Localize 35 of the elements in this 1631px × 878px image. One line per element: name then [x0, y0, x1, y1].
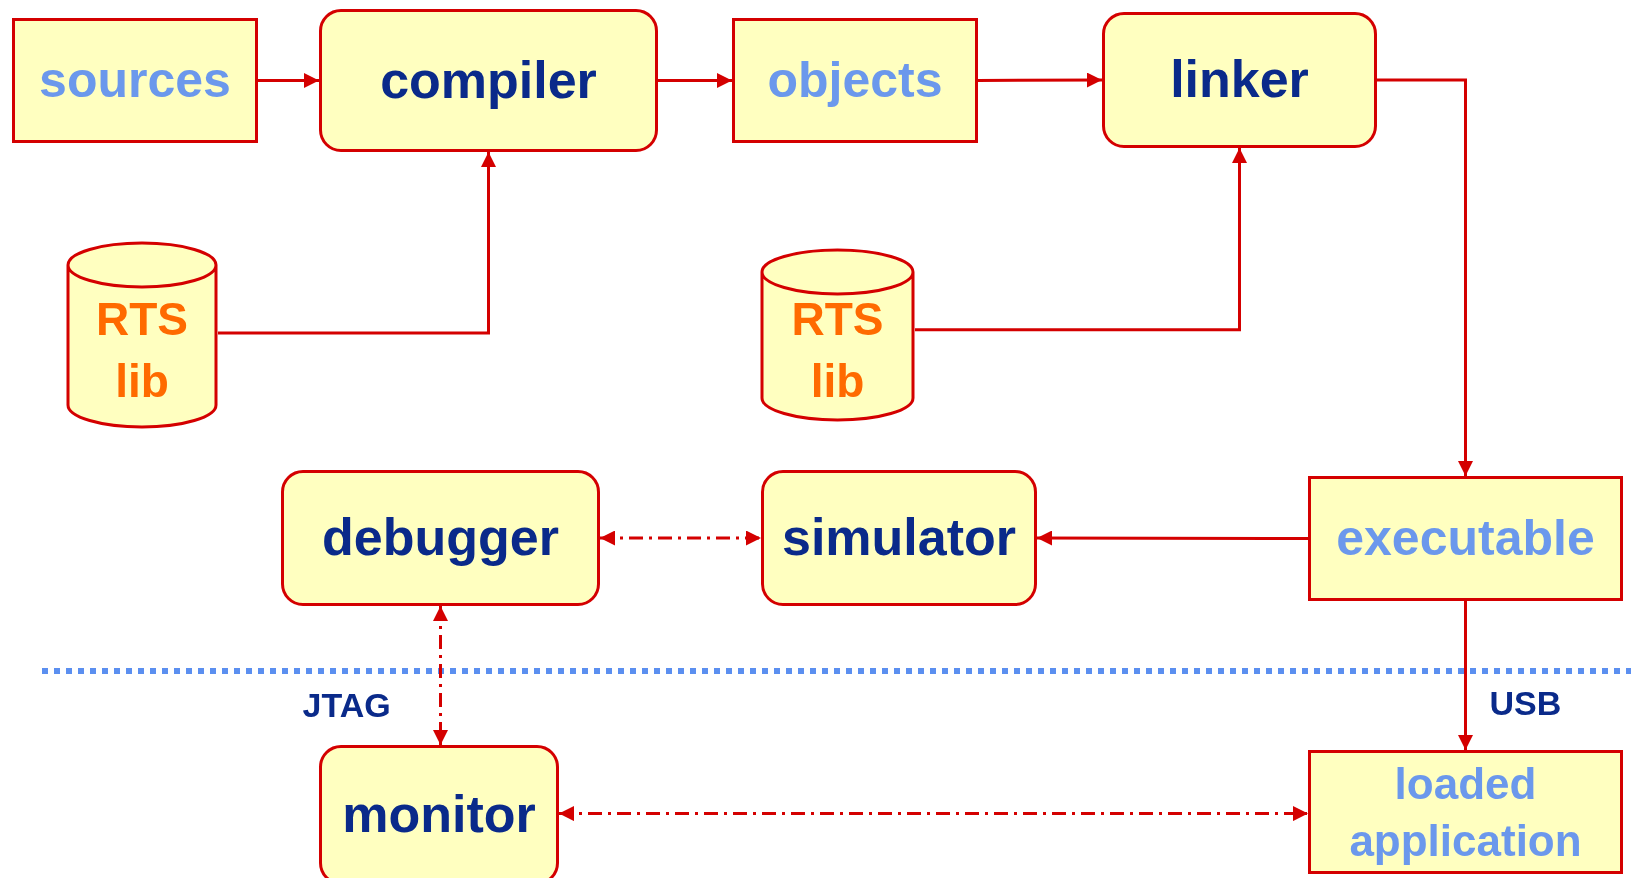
data-box	[732, 18, 978, 143]
arrow	[1037, 530, 1308, 546]
arrow	[433, 606, 448, 745]
node-label: monitor	[342, 785, 536, 845]
process-box	[1102, 12, 1377, 148]
data-box	[12, 18, 258, 143]
arrow	[559, 806, 1308, 822]
node-label: simulator	[781, 508, 1017, 568]
node-label: RTS lib	[95, 291, 189, 409]
node-label: executable	[1336, 509, 1595, 568]
node-label: objects	[767, 51, 943, 110]
node-label: sources	[39, 51, 231, 110]
node-label: linker	[1170, 50, 1309, 110]
arrow	[258, 73, 319, 88]
arrow	[978, 72, 1102, 88]
arrow	[600, 530, 761, 546]
arrow	[1377, 78, 1473, 476]
data-box	[1308, 476, 1623, 601]
library-cylinder	[66, 241, 218, 429]
data-box	[1308, 750, 1623, 874]
node-label: RTS lib	[790, 291, 885, 409]
node-label: compiler	[380, 50, 597, 111]
process-box	[761, 470, 1037, 606]
edge-label: USB	[1489, 683, 1562, 723]
arrow	[1458, 601, 1473, 750]
edge-label: JTAG	[302, 685, 391, 725]
process-box	[319, 9, 658, 152]
arrow	[658, 73, 732, 88]
arrow	[915, 148, 1247, 332]
process-box	[281, 470, 600, 606]
node-label: debugger	[322, 508, 559, 568]
library-cylinder	[760, 248, 915, 422]
node-label: loaded application	[1348, 757, 1583, 867]
process-box	[319, 745, 559, 878]
arrow	[218, 152, 496, 335]
